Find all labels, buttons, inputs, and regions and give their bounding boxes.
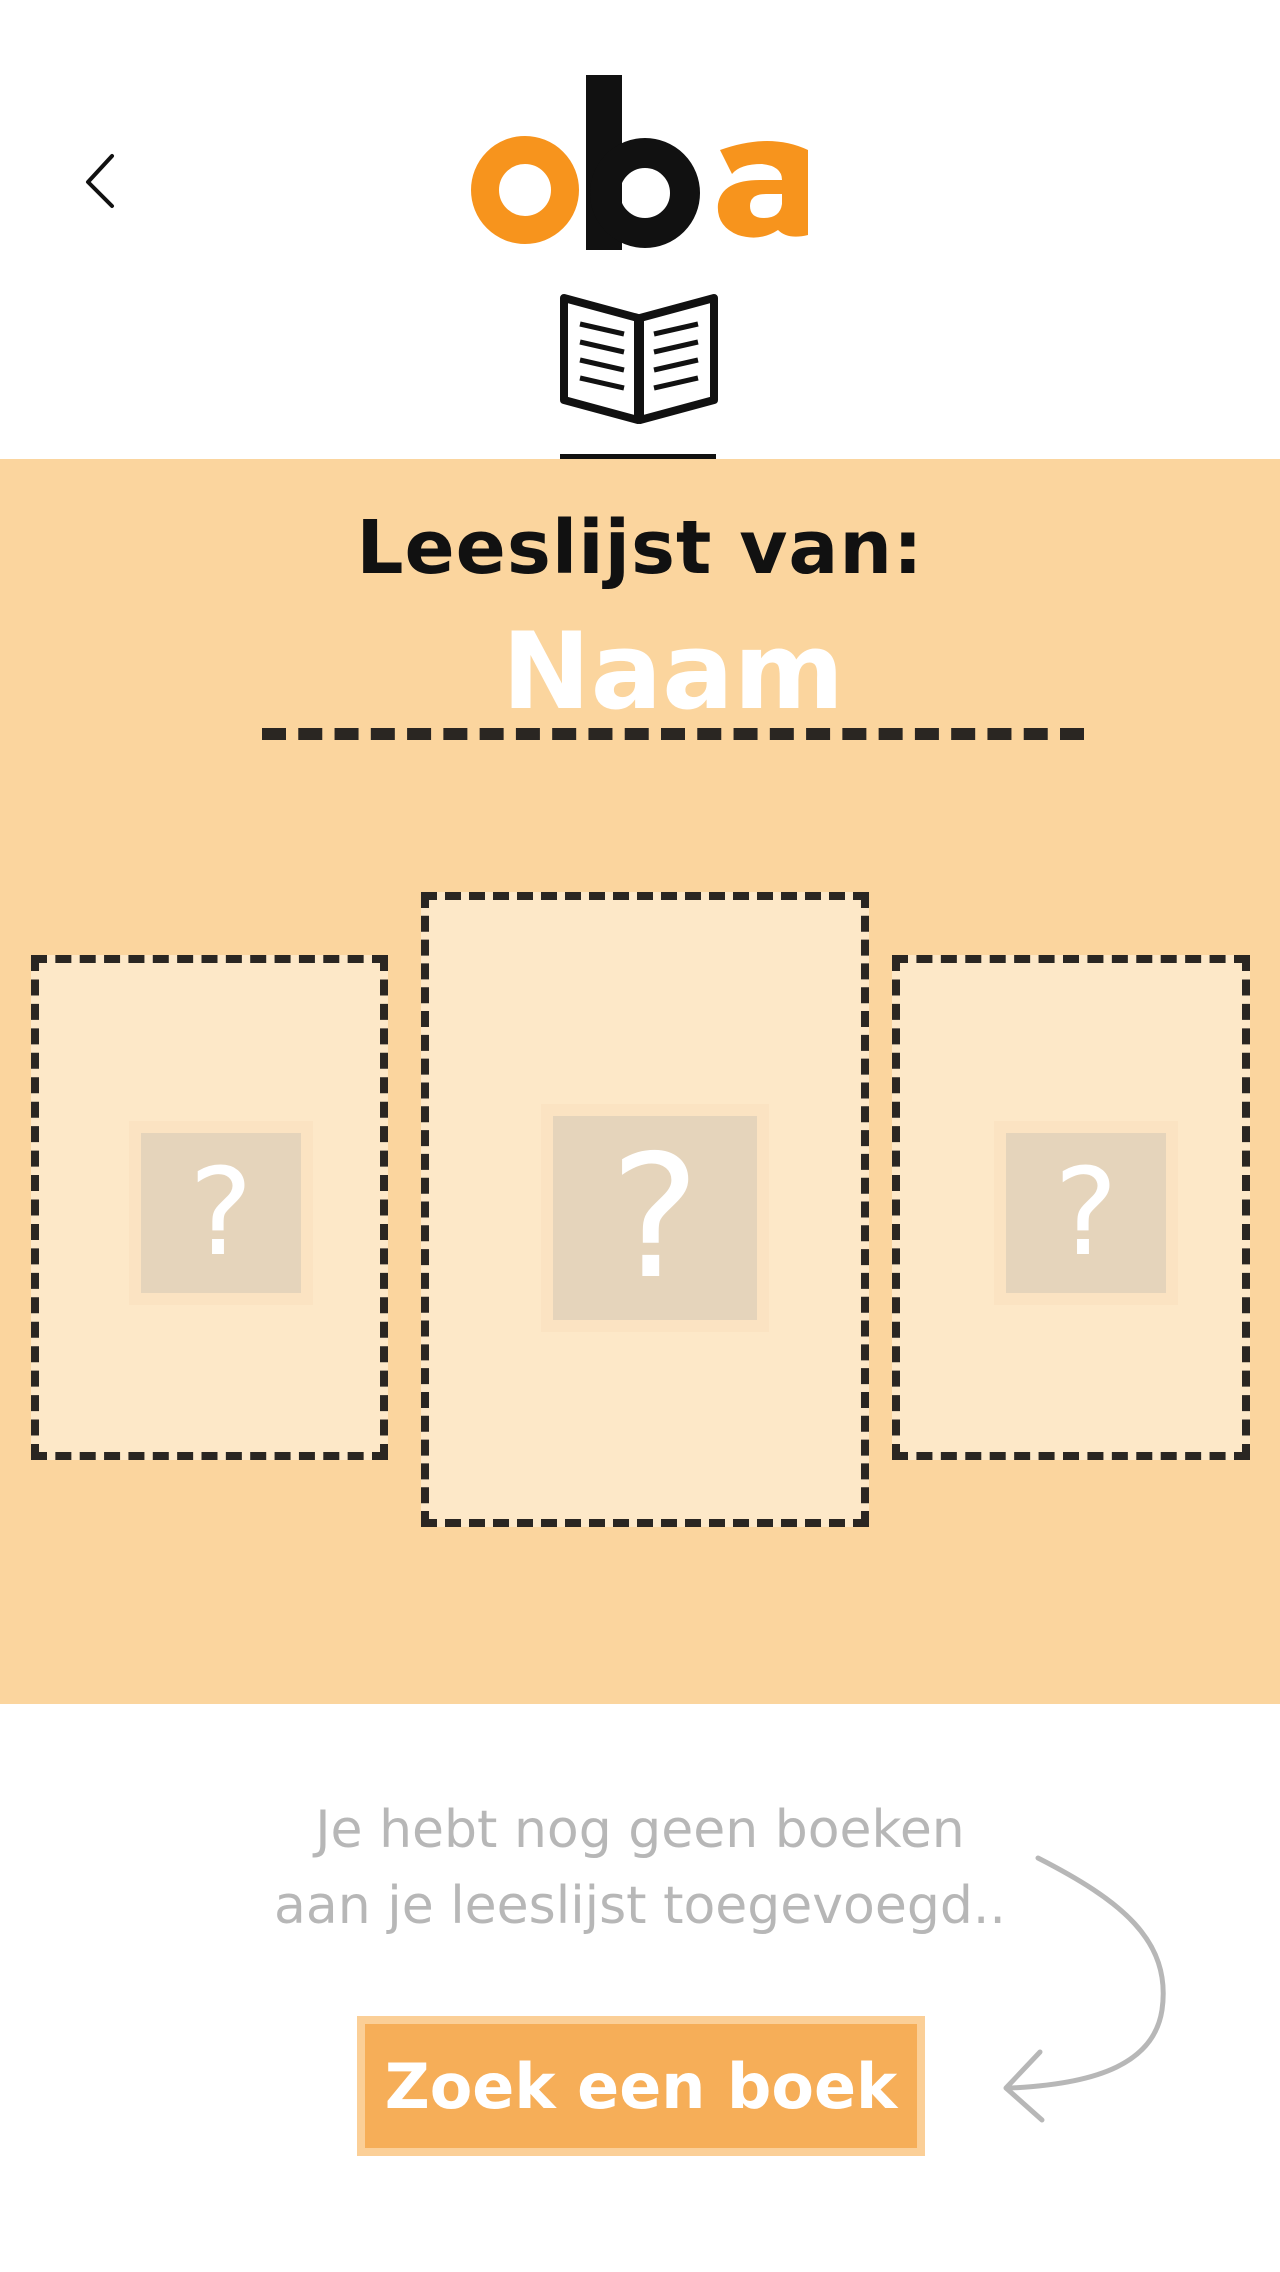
- book-slot-right[interactable]: ?: [892, 955, 1250, 1460]
- name-underline: [262, 728, 1084, 740]
- question-mark-icon: ?: [1054, 1143, 1118, 1283]
- open-book-icon: [560, 294, 718, 424]
- search-book-button[interactable]: Zoek een boek: [357, 2016, 925, 2156]
- name-input[interactable]: Naam: [262, 612, 1084, 742]
- empty-state-line-2: aan je leeslijst toegevoegd..: [274, 1876, 1006, 1936]
- name-value: Naam: [501, 610, 845, 733]
- question-mark-icon: ?: [189, 1143, 253, 1283]
- book-placeholder: ?: [541, 1104, 769, 1332]
- empty-state-message: Je hebt nog geen boeken aan je leeslijst…: [240, 1792, 1040, 1944]
- book-slot-center[interactable]: ?: [421, 892, 869, 1527]
- tab-reading-list[interactable]: [560, 290, 720, 470]
- reading-list-title: Leeslijst van:: [356, 505, 924, 591]
- back-button[interactable]: [72, 150, 132, 210]
- book-placeholder: ?: [994, 1121, 1178, 1305]
- book-slot-left[interactable]: ?: [31, 955, 388, 1460]
- question-mark-icon: ?: [609, 1119, 701, 1317]
- curved-arrow-icon: [990, 1840, 1190, 2130]
- chevron-left-icon: [86, 154, 114, 208]
- book-placeholder: ?: [129, 1121, 313, 1305]
- oba-logo: [470, 70, 820, 260]
- empty-state-line-1: Je hebt nog geen boeken: [315, 1800, 965, 1860]
